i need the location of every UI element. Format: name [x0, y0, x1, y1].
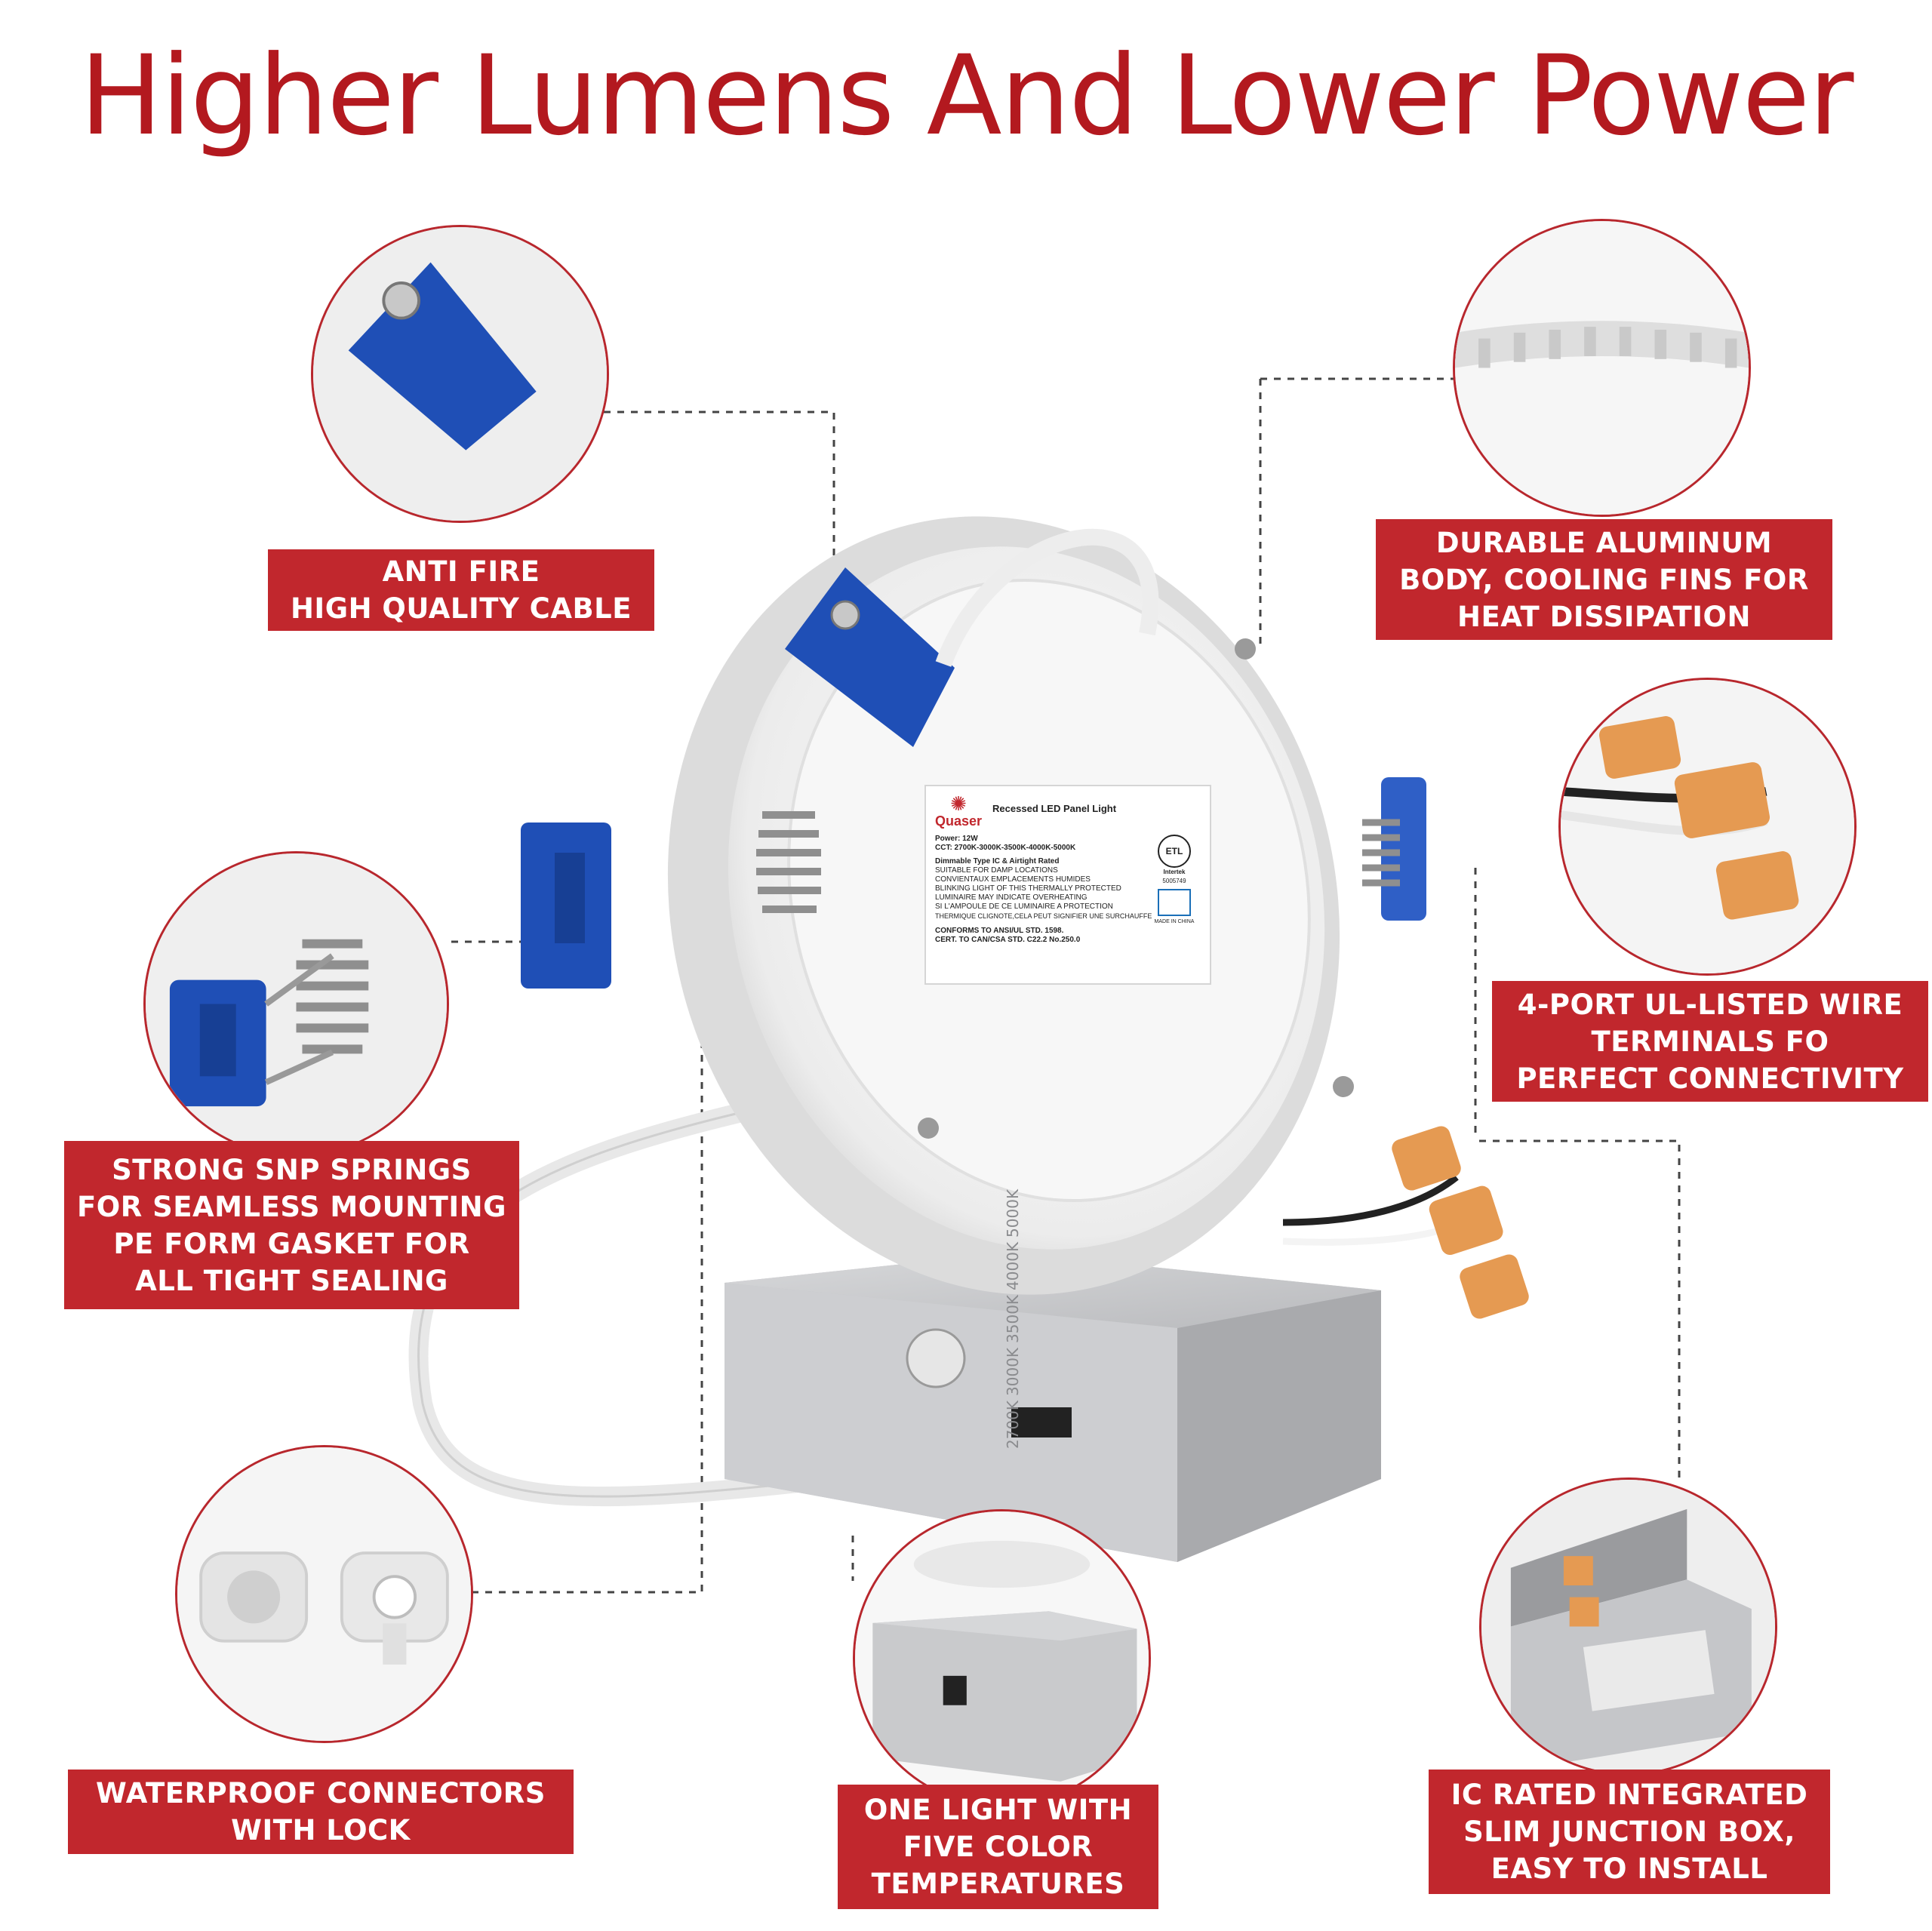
leader-junction [1479, 1139, 1681, 1479]
spring-closeup [146, 853, 447, 1155]
cct-option-1: 3000K [1004, 1347, 1022, 1396]
label-line: THERMIQUE CLIGNOTE,CELA PEUT SIGNIFIER U… [935, 912, 1152, 920]
label-waterproof: WATERPROOF CONNECTORS WITH LOCK [68, 1770, 574, 1854]
label-aluminum: DURABLE ALUMINUM BODY, COOLING FINS FOR … [1376, 519, 1832, 640]
cct-option-4: 5000K [1004, 1188, 1022, 1238]
made-in-text: MADE IN CHINA [1154, 919, 1195, 924]
wire-connectors [1282, 1126, 1529, 1319]
brand-name: Quaser [935, 813, 983, 829]
cct-switch-closeup [855, 1511, 1149, 1805]
label-terminals: 4-PORT UL-LISTED WIRE TERMINALS FO PERFE… [1492, 981, 1928, 1102]
page-title: Higher Lumens And Lower Power [79, 32, 1854, 160]
detail-circle-fins [1453, 219, 1751, 517]
cct-option-0: 2700K [1004, 1400, 1022, 1449]
junction-box [724, 1253, 1381, 1562]
label-line: SI L'AMPOULE DE CE LUMINAIRE A PROTECTIO… [935, 902, 1113, 911]
sun-logo-icon: ✺ [950, 792, 967, 815]
power-rating: Power: 12W [935, 835, 978, 843]
label-line: CONVIENTAUX EMPLACEMENTS HUMIDES [935, 875, 1091, 884]
cct-option-2: 3500K [1004, 1294, 1022, 1343]
detail-circle-junction [1479, 1477, 1777, 1776]
leader-aluminum [1259, 377, 1472, 645]
detail-circle-terminals [1558, 678, 1857, 976]
conforms-text: CONFORMS TO ANSI/UL STD. 1598. [935, 927, 1064, 935]
cct-switch-labels: 2700K 3000K 3500K 4000K 5000K [1004, 1189, 1022, 1449]
blue-clip-closeup [313, 227, 607, 521]
intertek-number: 5005749 [1162, 878, 1186, 884]
etl-logo-icon: ETL [1158, 835, 1191, 868]
cct-range: CCT: 2700K-3000K-3500K-4000K-5000K [935, 844, 1076, 852]
energy-star-icon [1158, 889, 1191, 916]
junction-box-closeup [1481, 1480, 1775, 1773]
round-panel [521, 516, 1426, 1295]
intertek-text: Intertek [1163, 869, 1186, 875]
detail-circle-clip [311, 225, 609, 523]
waterproof-connector-closeup [177, 1447, 471, 1741]
label-line: BLINKING LIGHT OF THIS THERMALLY PROTECT… [935, 884, 1121, 893]
detail-circle-cct [853, 1509, 1151, 1807]
label-line: SUITABLE FOR DAMP LOCATIONS [935, 866, 1058, 875]
label-springs: STRONG SNP SPRINGS FOR SEAMLESS MOUNTING… [64, 1141, 519, 1309]
label-line: LUMINAIRE MAY INDICATE OVERHEATING [935, 893, 1088, 902]
cert-text: CERT. TO CAN/CSA STD. C22.2 No.250.0 [935, 936, 1081, 944]
product-sticker: ✺ Quaser Recessed LED Panel Light Power:… [924, 785, 1211, 985]
wire-terminal-closeup [1561, 680, 1854, 973]
label-junction: IC RATED INTEGRATED SLIM JUNCTION BOX, E… [1429, 1770, 1830, 1894]
label-anti-fire: ANTI FIRE HIGH QUALITY CABLE [268, 549, 654, 631]
detail-circle-springs [143, 851, 449, 1157]
cooling-fins-closeup [1455, 221, 1749, 515]
cct-option-3: 4000K [1004, 1241, 1022, 1290]
product-name: Recessed LED Panel Light [992, 803, 1117, 814]
detail-circle-connector [175, 1445, 473, 1743]
label-color-temps: ONE LIGHT WITH FIVE COLOR TEMPERATURES [838, 1785, 1158, 1909]
label-line: Dimmable Type IC & Airtight Rated [935, 857, 1060, 866]
